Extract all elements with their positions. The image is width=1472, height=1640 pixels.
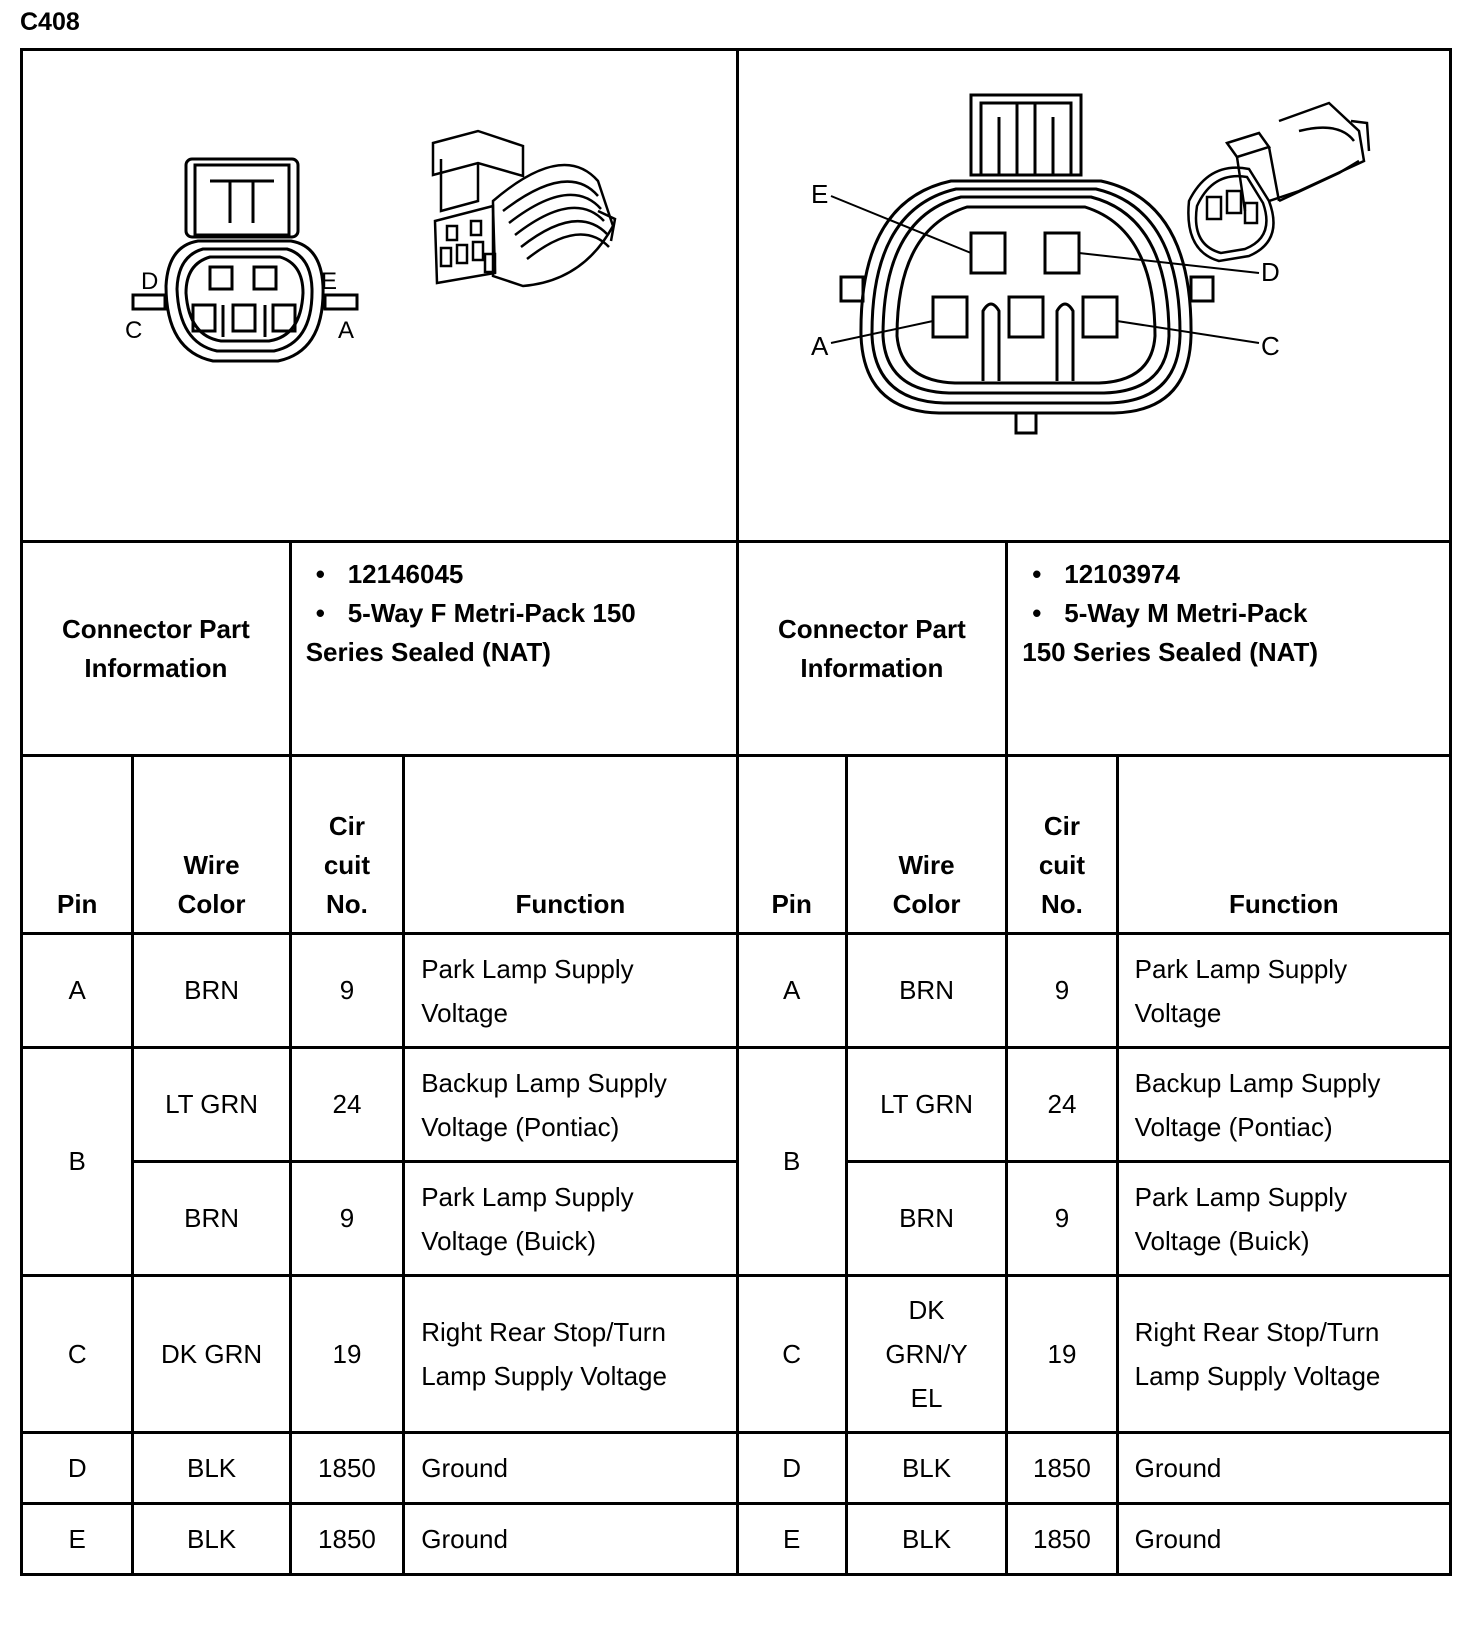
pin-label-d: D [1261, 257, 1280, 287]
circuit-cell: 19 [288, 1274, 406, 1434]
pin-cell: A [735, 932, 848, 1049]
pin-label-d: D [141, 268, 158, 295]
pin-cell: C [19, 1274, 135, 1434]
circuit-cell: 9 [1005, 1160, 1119, 1277]
connector-description-cont: 150 Series Sealed (NAT) [1022, 637, 1319, 667]
circuit-cell: 24 [288, 1046, 406, 1163]
circuit-cell: 1850 [288, 1502, 406, 1576]
circuit-cell: 1850 [1005, 1502, 1119, 1576]
pin-cell: A [19, 932, 135, 1049]
wire-color-cell: BRN [844, 932, 1009, 1049]
pin-label-e: E [811, 179, 828, 209]
male-connector-diagram: E D A C [811, 93, 1370, 435]
wire-color-cell: BLK [131, 1502, 292, 1576]
wire-color-cell: BRN [131, 932, 292, 1049]
wire-color-cell: BLK [131, 1431, 292, 1505]
female-connector-iso-view [431, 129, 617, 288]
female-connector-diagram-cell: D E C A [20, 48, 739, 543]
circuit-cell: 9 [1005, 932, 1119, 1049]
connector-table: D E C A [19, 48, 1453, 1576]
pin-cell: B [19, 1046, 135, 1277]
header-function: Function [1115, 754, 1453, 935]
pin-cell: C [735, 1274, 848, 1434]
connector-title: C408 [20, 8, 80, 36]
info-label-line2: Information [84, 652, 228, 683]
left-info-list: 12146045 5-Way F Metri-Pack 150 Series S… [288, 540, 739, 757]
right-info-label: Connector Part Information [735, 540, 1009, 757]
table-row: D BLK 1850 Ground D BLK 1850 Ground [19, 1431, 1453, 1505]
pin-label-c: C [1261, 331, 1280, 361]
table-row: E BLK 1850 Ground E BLK 1850 Ground [19, 1502, 1453, 1576]
wire-color-cell: LT GRN [844, 1046, 1009, 1163]
connector-description: 5-Way F Metri-Pack 150 [306, 594, 730, 633]
info-label-line2: Information [800, 652, 944, 683]
part-number: 12146045 [306, 555, 730, 594]
right-info-list: 12103974 5-Way M Metri-Pack 150 Series S… [1005, 540, 1452, 757]
wire-color-cell: DK GRN [131, 1274, 292, 1434]
header-function: Function [402, 754, 739, 935]
part-number: 12103974 [1022, 555, 1443, 594]
connector-description: 5-Way M Metri-Pack [1022, 594, 1443, 633]
pin-cell: E [735, 1502, 848, 1576]
male-connector-iso-view [1186, 101, 1370, 263]
pin-cell: E [19, 1502, 135, 1576]
wire-color-cell: BLK [844, 1502, 1009, 1576]
pin-label-a: A [338, 317, 354, 344]
circuit-cell: 1850 [1005, 1431, 1119, 1505]
header-pin: Pin [735, 754, 848, 935]
pin-cell: D [735, 1431, 848, 1505]
female-connector-diagram: D E C A [125, 129, 617, 363]
function-cell: Ground [1115, 1502, 1453, 1576]
pin-cell: D [19, 1431, 135, 1505]
function-cell: Ground [402, 1431, 739, 1505]
function-cell: Ground [1115, 1431, 1453, 1505]
wire-color-cell: BLK [844, 1431, 1009, 1505]
pin-cell: B [735, 1046, 848, 1277]
circuit-cell: 9 [288, 932, 406, 1049]
pin-label-c: C [125, 317, 142, 344]
connector-description-cont: Series Sealed (NAT) [305, 637, 551, 667]
pin-label-e: E [321, 268, 337, 295]
header-pin: Pin [19, 754, 135, 935]
circuit-cell: 1850 [288, 1431, 406, 1505]
info-label-line1: Connector Part [61, 613, 250, 644]
circuit-cell: 24 [1005, 1046, 1119, 1163]
circuit-cell: 19 [1005, 1274, 1119, 1434]
function-cell: Ground [402, 1502, 739, 1576]
circuit-cell: 9 [288, 1160, 406, 1277]
wire-color-cell: BRN [131, 1160, 292, 1277]
wire-color-cell: BRN [844, 1160, 1009, 1277]
pin-label-a: A [811, 331, 829, 361]
left-info-label: Connector Part Information [20, 540, 292, 757]
male-connector-diagram-cell: E D A C [735, 48, 1452, 543]
info-label-line1: Connector Part [777, 613, 966, 644]
wire-color-cell: LT GRN [131, 1046, 292, 1163]
